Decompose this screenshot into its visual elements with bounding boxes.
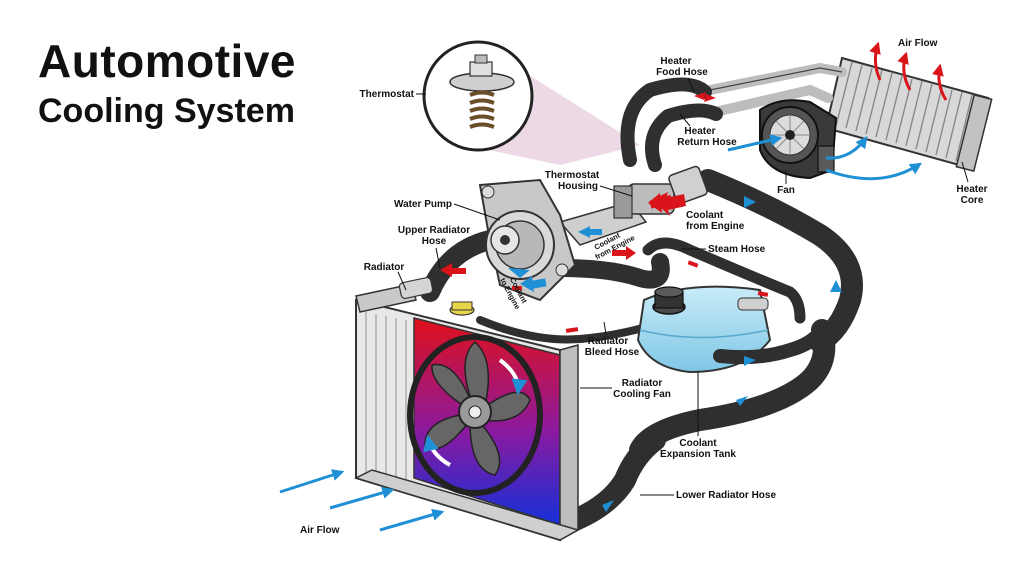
label-steam-hose: Steam Hose — [708, 244, 766, 255]
label-lower-radiator-hose: Lower Radiator Hose — [676, 490, 776, 501]
label-heater-return-hose-2: Return Hose — [677, 137, 737, 148]
fan-rotation-arrows-icon — [423, 358, 528, 467]
thermostat-spring-icon — [469, 90, 495, 129]
label-heater-core-1: Heater — [956, 184, 987, 195]
label-coolant-expansion-tank-1: Coolant — [679, 438, 717, 449]
label-radiator-bleed-hose-1: Radiator — [588, 336, 629, 347]
label-thermostat: Thermostat — [360, 89, 415, 100]
air-flow-bottom-arrows — [279, 469, 445, 532]
label-radiator-bleed-hose-2: Bleed Hose — [585, 347, 640, 358]
heater-core — [824, 56, 993, 172]
label-air-flow-top: Air Flow — [898, 38, 938, 49]
radiator-cooling-fan — [407, 334, 543, 496]
label-coolant-expansion-tank-2: Expansion Tank — [660, 449, 736, 460]
diagram-title-line1: Automotive — [38, 35, 296, 87]
label-thermostat-housing-1: Thermostat — [545, 170, 600, 181]
label-upper-radiator-hose-1: Upper Radiator — [398, 225, 470, 236]
coolant-from-engine-arrow — [652, 192, 686, 216]
label-thermostat-housing-2: Housing — [558, 181, 598, 192]
label-coolant-from-engine-2: from Engine — [686, 221, 745, 232]
label-fan: Fan — [777, 185, 795, 196]
diagram-title-line2: Cooling System — [38, 92, 295, 130]
label-heater-food-hose-1: Heater — [660, 56, 691, 67]
cold-coolant-arrows — [508, 196, 842, 512]
label-water-pump: Water Pump — [394, 199, 452, 210]
fan-air-arrows — [727, 134, 923, 181]
label-radiator: Radiator — [364, 262, 405, 273]
label-heater-return-hose-1: Heater — [684, 126, 715, 137]
label-air-flow-bottom: Air Flow — [300, 525, 340, 536]
label-heater-core-2: Core — [961, 195, 984, 206]
blower-fan — [759, 99, 838, 180]
label-upper-radiator-hose-2: Hose — [422, 236, 447, 247]
label-heater-food-hose-2: Food Hose — [656, 67, 708, 78]
label-radiator-cooling-fan-1: Radiator — [622, 378, 663, 389]
air-flow-top-arrows — [869, 41, 948, 101]
thermostat-housing — [558, 165, 708, 246]
label-radiator-cooling-fan-2: Cooling Fan — [613, 389, 671, 400]
water-pump — [478, 178, 577, 302]
thermostat-zoom-circle — [422, 40, 534, 152]
label-coolant-from-engine-1: Coolant — [686, 210, 724, 221]
